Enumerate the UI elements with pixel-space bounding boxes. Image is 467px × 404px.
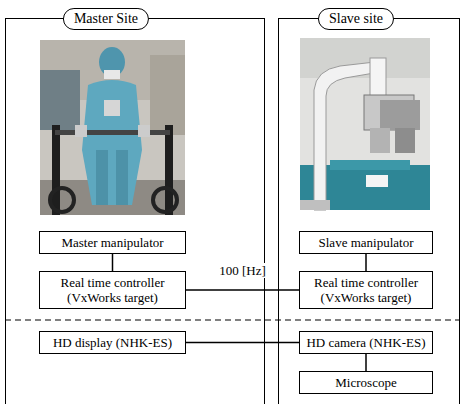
process-box: HD display (NHK-ES) (39, 331, 186, 354)
connector-line (365, 254, 367, 271)
box-label: HD camera (NHK-ES) (306, 335, 425, 350)
process-box: Master manipulator (39, 231, 186, 254)
process-box: Real time controller (VxWorks target) (39, 271, 186, 309)
site-heading: Master Site (63, 8, 149, 30)
site-panel: Master SiteMaster manipulatorReal time c… (5, 18, 265, 404)
process-box: HD camera (NHK-ES) (299, 331, 433, 354)
dashed-separator (5, 320, 460, 321)
connector-line (186, 289, 299, 291)
process-box: Real time controller (VxWorks target) (299, 271, 433, 309)
box-label: Real time controller (VxWorks target) (300, 275, 432, 305)
site-panel: Slave siteSlave manipulatorReal time con… (278, 18, 460, 404)
connector-line (112, 254, 114, 271)
box-label: Master manipulator (61, 235, 163, 250)
master-photo (40, 40, 185, 215)
process-box: Slave manipulator (299, 231, 433, 254)
site-heading: Slave site (318, 8, 394, 30)
process-box: Microscope (299, 371, 433, 394)
box-label: Real time controller (VxWorks target) (40, 275, 185, 305)
connector-line (365, 354, 367, 371)
connector-line (186, 342, 299, 344)
edge-label: 100 [Hz] (217, 263, 268, 278)
box-label: Slave manipulator (319, 235, 414, 250)
box-label: HD display (NHK-ES) (53, 335, 172, 350)
box-label: Microscope (335, 375, 396, 390)
slave-photo (300, 38, 430, 210)
